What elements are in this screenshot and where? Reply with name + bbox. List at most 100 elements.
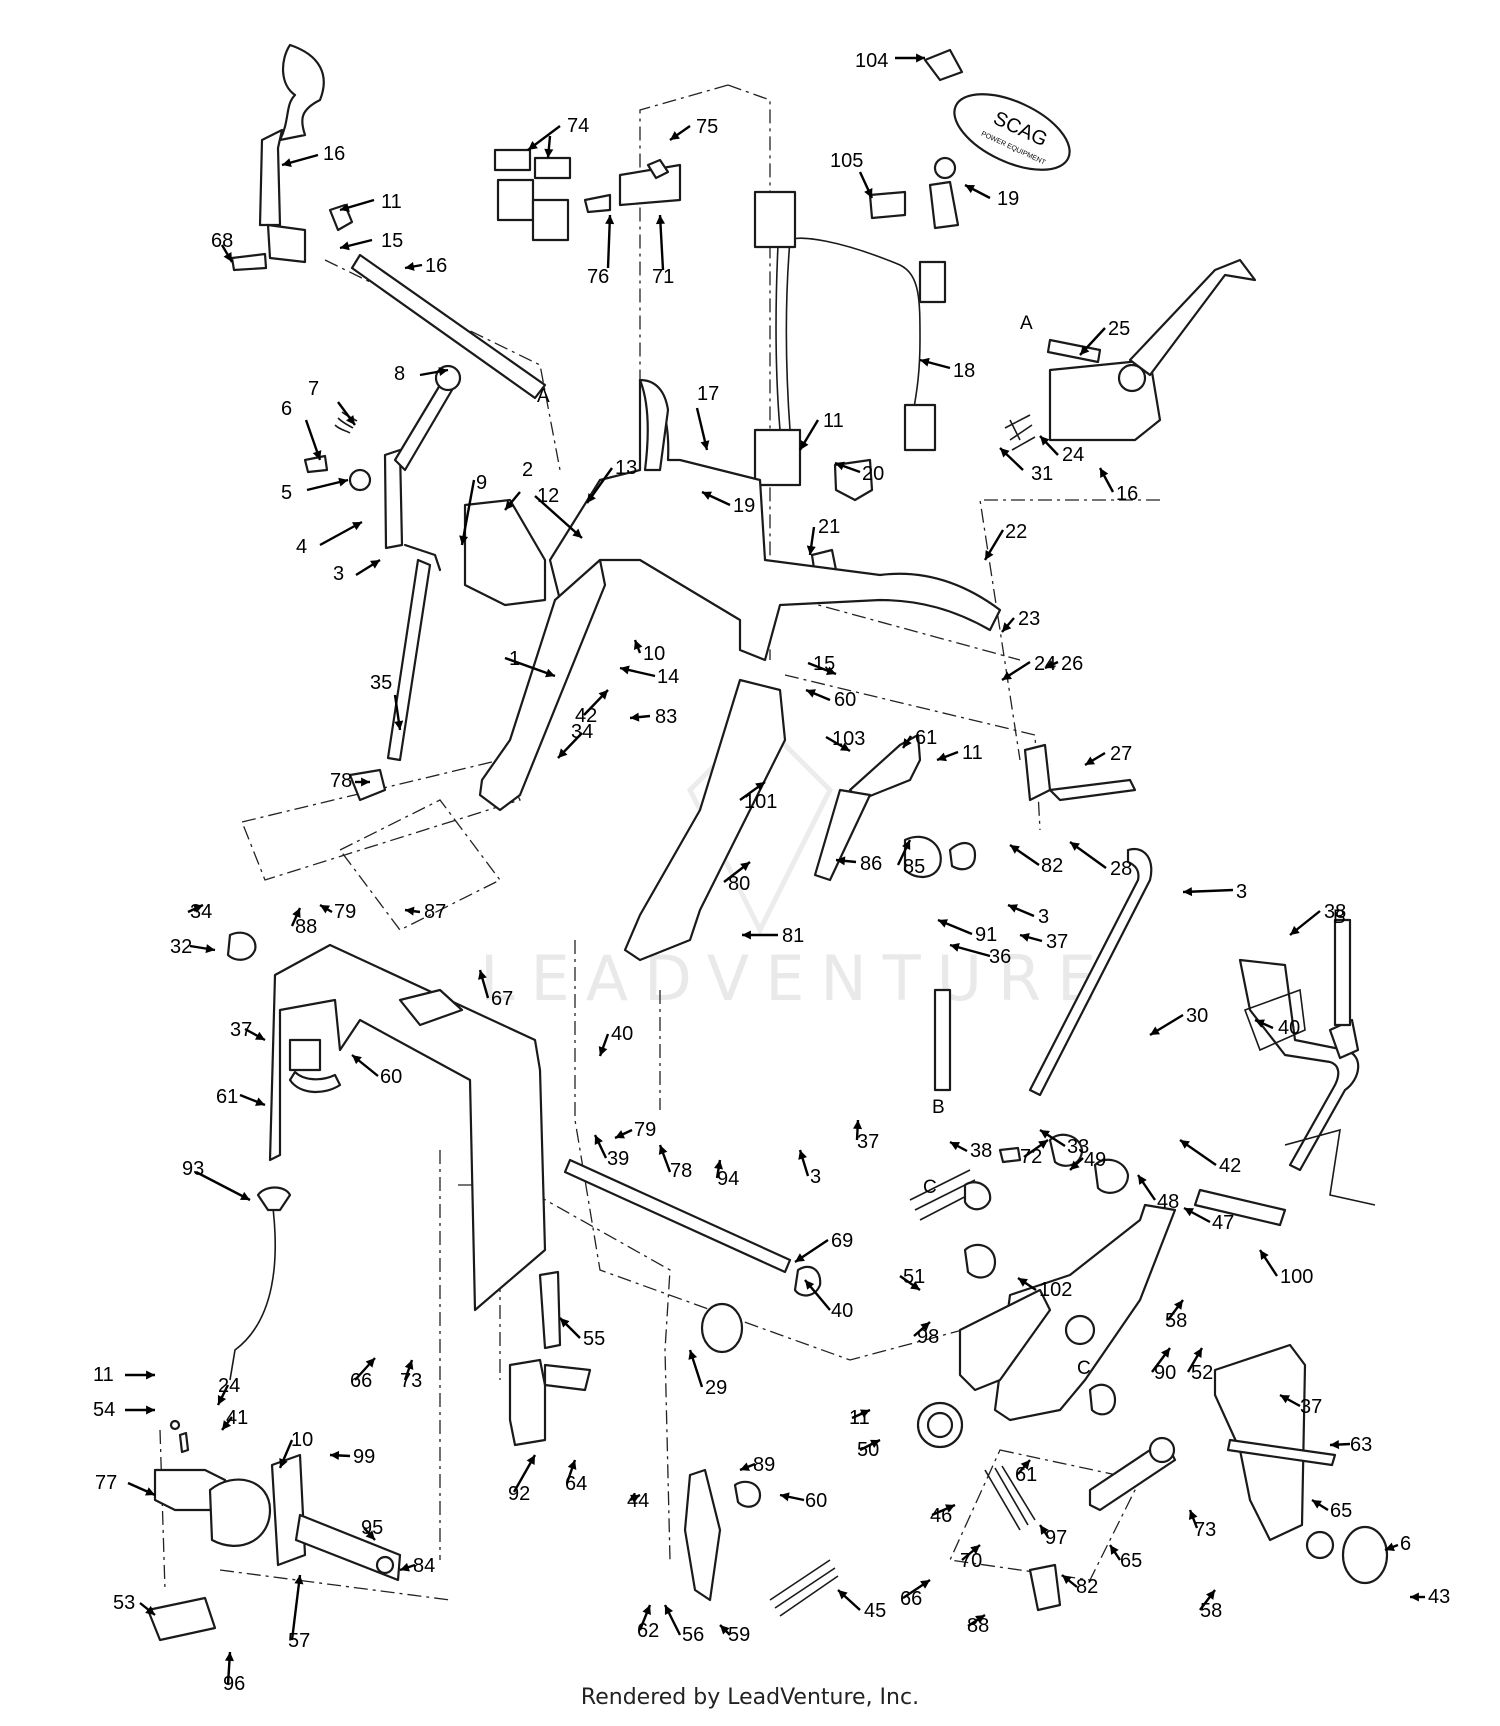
arrow-head (1008, 904, 1018, 913)
callout: 54 (93, 1399, 115, 1421)
callout-arrow (658, 214, 665, 271)
callout: 75 (696, 116, 718, 138)
callout: 32 (170, 936, 192, 958)
arrow-head (720, 1625, 730, 1635)
arrow-head (1045, 660, 1055, 669)
connection-letter: C (923, 1177, 937, 1198)
arrow-head (620, 665, 630, 675)
arrow-head (365, 1358, 375, 1368)
callout: 34 (571, 721, 593, 743)
callout: 59 (728, 1624, 750, 1646)
callout: 79 (334, 901, 356, 923)
callout-arrow (534, 495, 583, 539)
arrow-head (630, 1494, 640, 1504)
callout: 77 (95, 1472, 117, 1494)
arrow-head (860, 1409, 870, 1418)
arrow-head (1100, 468, 1109, 478)
arrow-head (312, 450, 322, 460)
arrow-head (352, 1055, 362, 1065)
callout: 78 (330, 770, 352, 792)
callout: 37 (1046, 931, 1068, 953)
callout: 37 (857, 1131, 879, 1153)
callout: 80 (728, 873, 750, 895)
connection-letters: A A B B C C (537, 313, 1346, 1379)
callout: 12 (537, 485, 559, 507)
arrow-head (1002, 671, 1012, 680)
arrow-head (1040, 1130, 1050, 1139)
arrow-head (400, 1562, 410, 1572)
arrow-head (405, 261, 415, 271)
arrow-head (945, 1504, 955, 1513)
arrow-head (902, 840, 911, 850)
callout: 61 (1015, 1464, 1037, 1486)
parts (146, 43, 1389, 1642)
arrow-head (920, 1322, 930, 1332)
callout-arrow (290, 1574, 302, 1641)
arrow-head (910, 1281, 920, 1290)
callout: 72 (1020, 1146, 1042, 1168)
arrow-head (404, 1360, 414, 1370)
callout: 25 (1108, 318, 1130, 340)
callout: 55 (583, 1328, 605, 1350)
arrow-head (965, 185, 975, 194)
callout: 60 (834, 689, 856, 711)
callout: 87 (424, 901, 446, 923)
arrow-head (975, 1615, 985, 1624)
arrow-head (950, 942, 960, 952)
arrow-head (223, 252, 232, 262)
arrow-head (320, 905, 330, 914)
arrow-head (1290, 925, 1300, 935)
callout: 100 (1280, 1266, 1313, 1288)
callout: 57 (288, 1630, 310, 1652)
callout: 24 (1062, 444, 1084, 466)
arrow-head (615, 1130, 625, 1139)
arrow-head (1110, 1545, 1119, 1555)
callout: 33 (1067, 1136, 1089, 1158)
arrow-head (740, 862, 750, 872)
arrow-head (838, 1590, 848, 1600)
callout: 101 (744, 791, 777, 813)
arrow-head (806, 689, 816, 698)
callout: 49 (1084, 1149, 1106, 1171)
callout: 68 (211, 230, 233, 252)
callout: 73 (400, 1370, 422, 1392)
callout: 5 (281, 482, 292, 504)
callout: 63 (1350, 1434, 1372, 1456)
arrow-head (714, 1160, 724, 1170)
callout: 30 (1186, 1005, 1208, 1027)
callout: 42 (575, 705, 597, 727)
callout-arrow (460, 479, 476, 546)
callout: 1 (509, 648, 520, 670)
callout: 9 (476, 472, 487, 494)
arrow-head (1040, 1525, 1049, 1535)
arrow-head (630, 712, 640, 722)
arrow-head (1070, 1160, 1080, 1170)
arrow-head (1020, 932, 1030, 942)
arrow-head (835, 461, 845, 471)
arrow-head (338, 477, 348, 487)
arrow-head (1070, 842, 1080, 851)
callout: 26 (1061, 653, 1083, 675)
footer-credit: Rendered by LeadVenture, Inc. (580, 1685, 920, 1710)
arrow-head (145, 1487, 155, 1496)
arrow-head (1138, 1175, 1147, 1185)
arrow-head (1020, 1460, 1030, 1470)
arrow-head (1085, 756, 1095, 765)
arrow-head (1161, 1348, 1170, 1358)
arrow-head (1150, 1026, 1160, 1035)
callout: 19 (733, 495, 755, 517)
arrow-head (853, 1120, 863, 1130)
arrow-head (560, 1318, 570, 1328)
callout: 84 (413, 1555, 435, 1577)
callout: 14 (657, 666, 679, 688)
arrow-head (755, 782, 765, 791)
arrow-head (255, 1031, 265, 1040)
callout: 40 (831, 1300, 853, 1322)
callout: 37 (230, 1019, 252, 1041)
callout: 104 (855, 50, 888, 72)
callout: 27 (1110, 743, 1132, 765)
callout: 92 (508, 1483, 530, 1505)
arrow-head (970, 1545, 980, 1555)
callout: 42 (1219, 1155, 1241, 1177)
callout: 43 (1428, 1586, 1450, 1608)
